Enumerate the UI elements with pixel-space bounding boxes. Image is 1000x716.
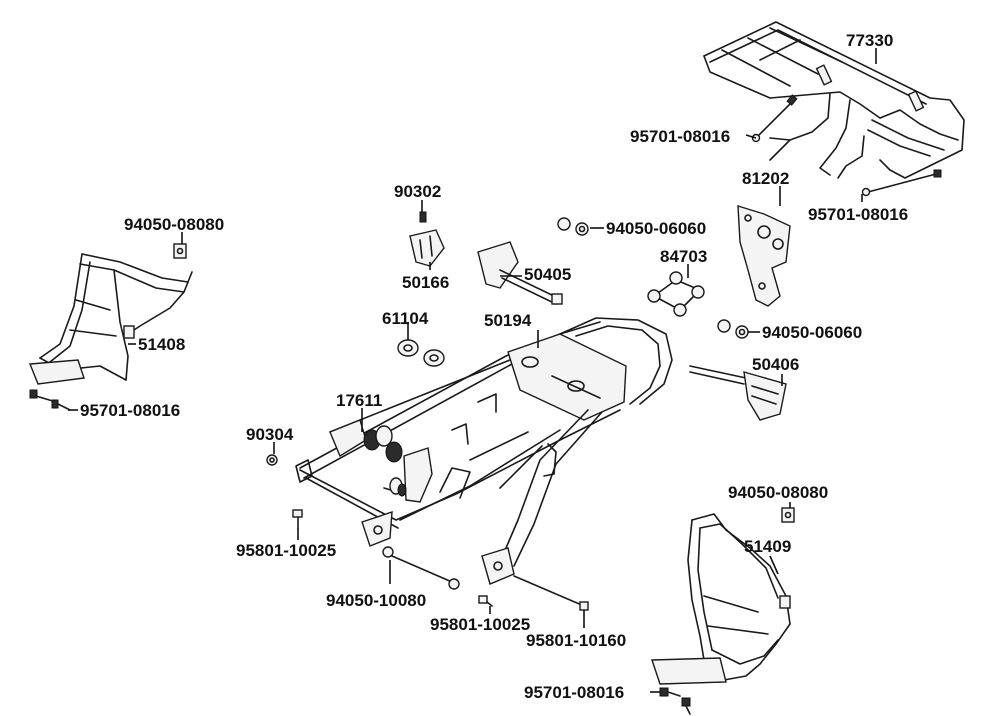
- bolt-95801-10025-b: [478, 595, 493, 607]
- label-50166: 50166: [402, 273, 449, 292]
- label-95701-08016-a: 95701-08016: [630, 127, 730, 146]
- guard-51408: [28, 253, 193, 385]
- label-94050-08080-b: 94050-08080: [728, 483, 828, 502]
- label-50194: 50194: [484, 311, 532, 330]
- label-94050-06060-a: 94050-06060: [606, 219, 706, 238]
- label-77330: 77330: [846, 31, 893, 50]
- grommet-61104: [397, 339, 445, 367]
- bolt-95701-08016-d: [659, 687, 691, 715]
- label-51409: 51409: [744, 537, 791, 556]
- nut-94050-06060-b: [717, 319, 749, 339]
- label-95701-08016-b: 95701-08016: [808, 205, 908, 224]
- label-95701-08016-c: 95701-08016: [80, 401, 180, 420]
- label-81202: 81202: [742, 169, 789, 188]
- nut-set-84703: [647, 271, 705, 317]
- nut-94050-06060-a: [557, 217, 589, 236]
- label-95801-10160: 95801-10160: [526, 631, 626, 650]
- nut-94050-08080-a: [173, 243, 187, 259]
- nut-90304: [266, 454, 278, 466]
- bolt-90302: [419, 211, 427, 223]
- label-61104: 61104: [382, 309, 429, 328]
- bushing-17611: [363, 425, 407, 497]
- bolt-95801-10160: [513, 575, 589, 611]
- guard-50166: [409, 229, 445, 267]
- label-50405: 50405: [524, 265, 571, 284]
- label-17611: 17611: [336, 391, 382, 410]
- label-90304: 90304: [246, 425, 294, 444]
- rear-rack-part: [703, 21, 965, 179]
- label-84703: 84703: [660, 247, 707, 266]
- bolt-95701-08016-a: [751, 94, 798, 143]
- nut-94050-08080-b: [781, 507, 795, 523]
- bolt-95701-08016-c: [29, 389, 71, 411]
- label-94050-08080-a: 94050-08080: [124, 215, 224, 234]
- footrest-plate-50405: [477, 241, 563, 305]
- label-50406: 50406: [752, 355, 799, 374]
- label-95701-08016-d: 95701-08016: [524, 683, 624, 702]
- leader-lines: [68, 48, 877, 693]
- footrest-50406: [689, 365, 787, 421]
- bracket-81202-part: [737, 205, 791, 307]
- label-95801-10025-b: 95801-10025: [430, 615, 530, 634]
- label-95801-10025-a: 95801-10025: [236, 541, 336, 560]
- bolt-95801-10025-a: [292, 509, 303, 529]
- label-94050-10080: 94050-10080: [326, 591, 426, 610]
- bolt-94050-10080: [382, 546, 460, 590]
- part-labels: 77330 95701-08016 81202 95701-08016 9030…: [80, 31, 908, 702]
- guard-51409: [651, 513, 791, 685]
- label-94050-06060-b: 94050-06060: [762, 323, 862, 342]
- label-90302: 90302: [394, 182, 441, 201]
- label-51408: 51408: [138, 335, 185, 354]
- bolt-95701-08016-b: [861, 169, 942, 197]
- main-frame-50194: [295, 317, 673, 585]
